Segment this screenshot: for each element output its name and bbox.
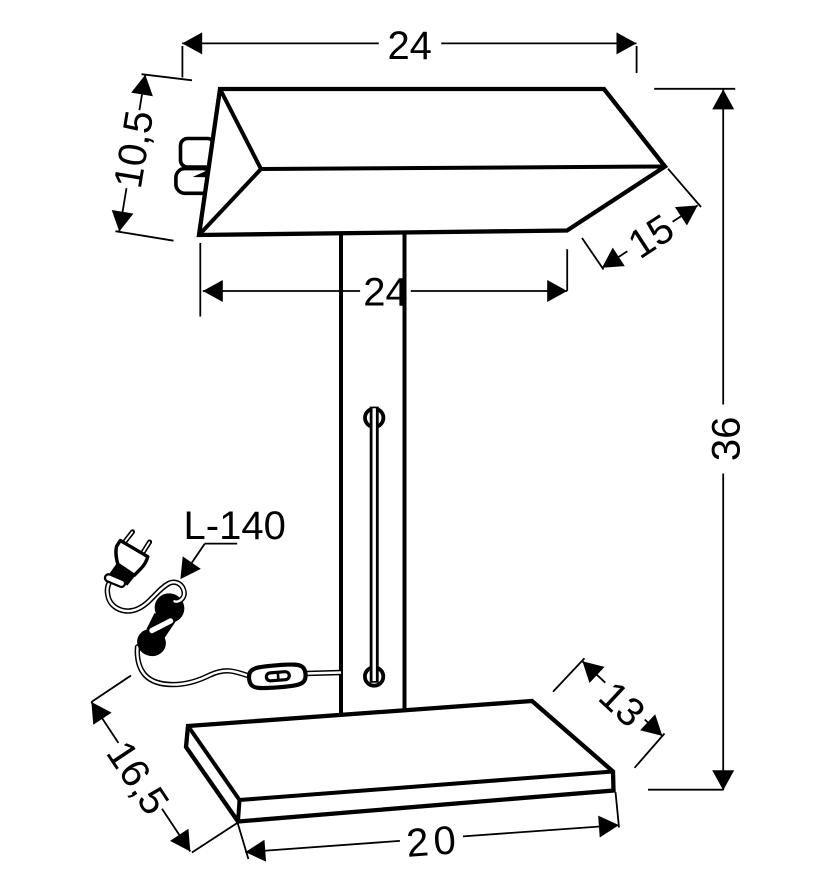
svg-text:L-140: L-140 <box>184 504 286 548</box>
svg-text:24: 24 <box>387 24 432 68</box>
svg-text:20: 20 <box>405 818 463 866</box>
svg-text:24: 24 <box>363 270 408 314</box>
svg-text:36: 36 <box>704 417 748 462</box>
